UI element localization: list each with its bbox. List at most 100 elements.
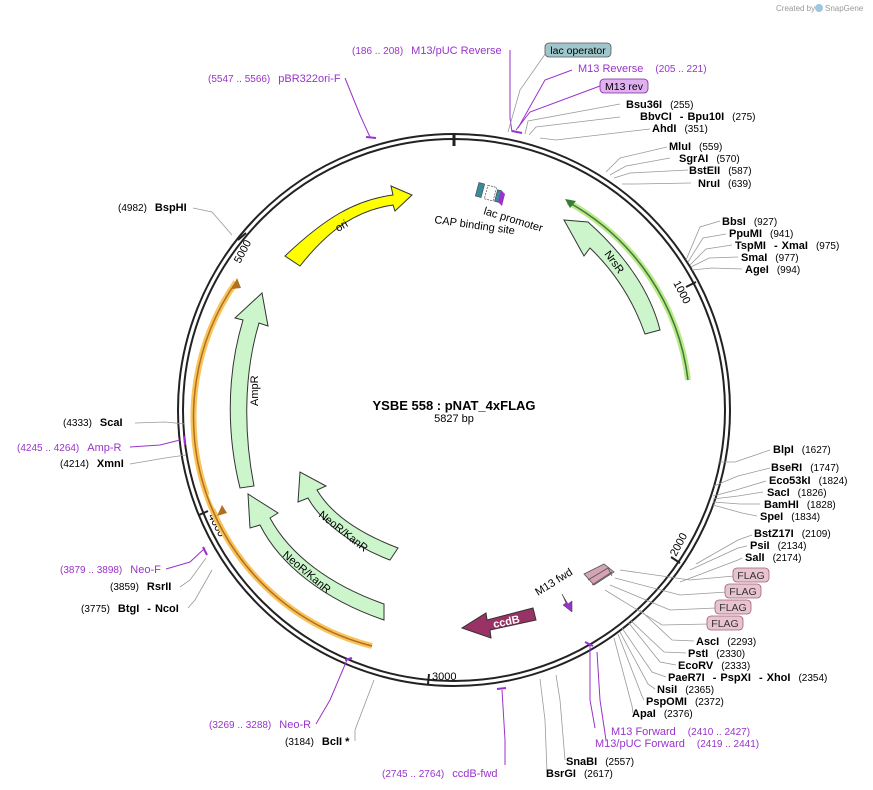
m13-rev-text: M13 rev [605,81,644,93]
restriction-site-smai[interactable]: SmaI(977) [741,252,799,264]
site-position: (275) [732,112,755,123]
site-position: (1828) [807,500,836,511]
flag-box-1[interactable]: FLAG [732,567,770,583]
site-position: (351) [684,124,707,135]
flag-arrow-1[interactable] [583,563,615,586]
primer-pbr322ori-f[interactable]: (5547 .. 5566)pBR322ori-F [208,73,341,85]
primer-neo-f[interactable]: (3879 .. 3898)Neo-F [60,564,161,576]
restriction-site-bstz17i[interactable]: BstZ17I(2109) [754,528,831,540]
primer-name: Neo-F [130,564,161,576]
site-position: (3775) [81,604,110,615]
snapgene-credit[interactable]: Created by SnapGene [776,4,864,13]
neor-inner-arrow[interactable] [297,471,399,561]
site-separator: - [759,672,763,684]
cap-site-glyph[interactable] [474,182,486,198]
site-name: NsiI [657,684,677,696]
restriction-site-mlui[interactable]: MluI(559) [669,141,722,153]
flag-box-3[interactable]: FLAG [714,599,752,615]
restriction-site-xmni[interactable]: (4214)XmnI [60,458,124,470]
flag-box-4[interactable]: FLAG [706,615,744,631]
restriction-site-ppumi[interactable]: PpuMI (941) [729,228,793,240]
restriction-site-ecorv[interactable]: EcoRV(2333) [678,660,750,672]
primer-m13-reverse[interactable]: M13 Reverse(205 .. 221) [578,63,707,75]
site-name-3: XhoI [767,672,791,684]
restriction-site-snabi[interactable]: SnaBI(2557) [566,756,634,768]
site-position: (1824) [819,476,848,487]
restriction-site-bsu36i[interactable]: Bsu36I(255) [626,99,693,111]
restriction-site-sgrai[interactable]: SgrAI(570) [679,153,740,165]
m13fwd-arrow[interactable] [561,593,573,613]
restriction-site-bsphi[interactable]: (4982)BspHI [118,202,187,214]
ampr-region-arc[interactable] [192,281,373,647]
restriction-site-nrui[interactable]: NruI(639) [698,178,751,190]
neor-inner-feature[interactable]: NeoR/KanR [297,471,399,561]
restriction-site-apai[interactable]: ApaI(2376) [632,708,693,720]
lac-region[interactable]: lac promoter CAP binding site [434,182,545,237]
site-position: (1627) [802,445,831,456]
site-position: (941) [770,229,793,240]
restriction-site-blpi[interactable]: BlpI(1627) [773,444,831,456]
restriction-site-eco53ki[interactable]: Eco53kI (1824) [769,475,848,487]
ccdb-feature[interactable]: ccdB [460,607,537,639]
site-name: Eco53kI [769,475,811,487]
primer-name: M13/pUC Reverse [411,45,501,57]
nrsr-arc[interactable] [567,201,689,381]
site-name-2: PspXI [720,672,751,684]
restriction-site-bamhi[interactable]: BamHI(1828) [764,499,836,511]
neor-outer-arrow[interactable] [247,493,385,621]
m13rev-glyph[interactable] [498,190,505,206]
site-position: (4982) [118,203,147,214]
ori-feature[interactable]: ori [284,185,413,267]
restriction-site-paer7i[interactable]: PaeR7I-PspXI-XhoI(2354) [668,672,827,684]
primer-ccdb-fwd[interactable]: (2745 .. 2764)ccdB-fwd [382,768,498,780]
restriction-site-btgi[interactable]: (3775)BtgI-NcoI [81,603,179,615]
restriction-site-psti[interactable]: PstI(2330) [688,648,745,660]
ampr-arrow[interactable] [229,292,269,489]
restriction-site-bbvci[interactable]: BbvCI-Bpu10I(275) [640,111,756,123]
lac-promoter-glyph[interactable] [483,184,498,202]
restriction-site-bcli[interactable]: (3184)BclI * [285,736,350,748]
restriction-site-saci[interactable]: SacI(1826) [767,487,827,499]
site-position: (2293) [727,637,756,648]
ccdb-arrow[interactable] [460,607,537,639]
restriction-site-tspmi[interactable]: TspMI-XmaI(975) [735,240,839,252]
site-name: XmnI [97,458,124,470]
site-name-2: Bpu10I [687,111,724,123]
m13-rev-box[interactable]: M13 rev [599,78,649,94]
ori-arrow[interactable] [284,185,413,267]
credit-brand: SnapGene [825,4,864,13]
m13fwd-feature[interactable]: M13 fwd [533,566,575,613]
site-position: (255) [670,100,693,111]
site-name: SmaI [741,252,767,264]
left-site-leaders [129,207,375,741]
restriction-site-sali[interactable]: SalI(2174) [745,552,801,564]
flag-arrows[interactable] [583,563,615,586]
lac-operator-box[interactable]: lac operator [544,42,612,58]
primer-m13-puc-forward[interactable]: M13/pUC Forward(2419 .. 2441) [595,738,759,750]
restriction-site-agei[interactable]: AgeI(994) [745,264,800,276]
restriction-site-bsrgi[interactable]: BsrGI(2617) [546,768,613,780]
restriction-site-rsrii[interactable]: (3859)RsrII [110,581,171,593]
restriction-site-bseri[interactable]: BseRI(1747) [771,462,839,474]
neor-outer-feature[interactable]: NeoR/KanR [247,493,385,621]
restriction-site-spei[interactable]: SpeI(1834) [760,511,820,523]
primer-position: (205 .. 221) [655,64,706,75]
restriction-site-pspomi[interactable]: PspOMI(2372) [646,696,724,708]
primer-neo-r[interactable]: (3269 .. 3288)Neo-R [209,719,311,731]
flag-rect-1 [732,567,770,583]
restriction-site-bbsi[interactable]: BbsI(927) [722,216,777,228]
primer-m13-forward[interactable]: M13 Forward(2410 .. 2427) [611,726,750,738]
ampr-feature[interactable]: AmpR [229,292,269,489]
site-name: PpuMI [729,228,762,240]
restriction-site-bsteii[interactable]: BstEII(587) [689,165,752,177]
restriction-site-ahdi[interactable]: AhdI(351) [652,123,708,135]
restriction-site-nsii[interactable]: NsiI(2365) [657,684,714,696]
nrsr-arrow[interactable] [563,219,661,335]
primer-m13-puc-reverse[interactable]: (186 .. 208)M13/pUC Reverse [352,45,502,57]
restriction-site-asci[interactable]: AscI(2293) [696,636,756,648]
flag-box-2[interactable]: FLAG [724,583,762,599]
site-name: MluI [669,141,691,153]
primer-amp-r[interactable]: (4245 .. 4264)Amp-R [17,442,122,454]
restriction-site-scai[interactable]: (4333)ScaI [63,417,123,429]
restriction-site-psii[interactable]: PsiI(2134) [750,540,806,552]
